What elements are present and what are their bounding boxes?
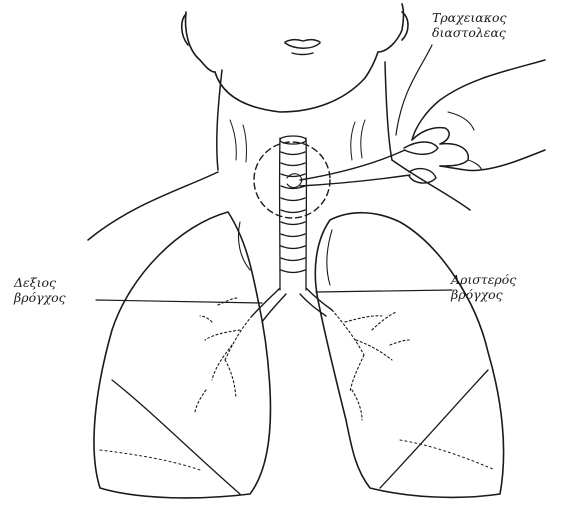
left-lung (315, 213, 503, 498)
bronchi (252, 288, 332, 322)
tracheal-dilator-label: Τραχειακος διαστολεας (432, 10, 506, 40)
leader-line-left-bronchus (316, 290, 452, 292)
right-bronchus-label: Δεξιος βρόγχος (14, 275, 66, 305)
leader-line-right-bronchus (96, 300, 262, 303)
right-bronchus-label-line1: Δεξιος (14, 275, 66, 290)
tracheal-dilator (300, 142, 438, 186)
incision-circle (254, 142, 330, 218)
mouth (285, 40, 320, 55)
left-bronchus-label: Αριστερός βρόγχος (451, 272, 516, 302)
left-bronchus-label-line1: Αριστερός (451, 272, 516, 287)
tracheal-dilator-label-line2: διαστολεας (432, 25, 506, 40)
tracheal-dilator-label-line1: Τραχειακος (432, 10, 506, 25)
left-lung-vessels (332, 310, 410, 420)
left-bronchus-label-line2: βρόγχος (451, 287, 516, 302)
right-bronchus-label-line2: βρόγχος (14, 290, 66, 305)
trachea (280, 136, 307, 290)
leader-line-dilator (396, 45, 432, 135)
right-lung-vessels (195, 298, 252, 412)
right-lung (94, 212, 270, 498)
hand (412, 60, 545, 171)
head-outline (182, 4, 408, 112)
